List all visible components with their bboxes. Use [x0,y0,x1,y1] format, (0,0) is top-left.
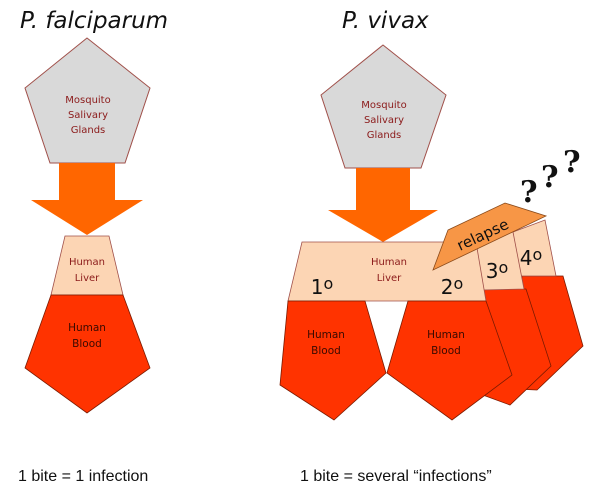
right-mosquito-node: Mosquito Salivary Glands [320,44,447,169]
left-caption: 1 bite = 1 infection [18,468,148,485]
left-blood-pentagon [24,294,151,414]
left-mosquito-node: Mosquito Salivary Glands [24,37,151,164]
right-blood-node-2: Human Blood [386,300,513,421]
right-title: P. vivax [342,8,429,34]
left-mosquito-label-3: Glands [71,125,106,136]
left-liver-label-2: Liver [75,273,100,284]
right-blood-2-label-2: Blood [431,345,461,357]
right-blood-2-label-1: Human [427,329,465,341]
question-mark-2: ? [541,160,559,195]
left-down-arrow [31,163,143,235]
right-liver-label-2: Liver [377,273,402,284]
right-liver-label-1: Human [371,257,407,268]
right-mosquito-label-1: Mosquito [361,100,406,111]
question-marks: ? ? ? [520,145,581,210]
left-blood-label-2: Blood [72,338,102,350]
ordinal-4: 4o [520,245,543,270]
ordinal-1: 1o [311,274,334,299]
left-liver-label-1: Human [69,257,105,268]
right-blood-node-1: Human Blood [279,300,387,421]
right-down-arrow [328,168,438,242]
right-mosquito-label-2: Salivary [364,115,404,126]
left-mosquito-label-1: Mosquito [65,95,110,106]
left-liver-node: Human Liver [50,235,124,296]
ordinal-2: 2o [441,274,464,299]
right-blood-1-label-2: Blood [311,345,341,357]
right-blood-1-label-1: Human [307,329,345,341]
left-blood-node: Human Blood [24,294,151,414]
left-title: P. falciparum [20,8,168,34]
right-caption: 1 bite = several “infections” [300,468,492,485]
left-mosquito-label-2: Salivary [68,110,108,121]
question-mark-3: ? [563,145,581,180]
blood-pentagon-1 [279,300,387,421]
ordinal-3: 3o [486,258,509,283]
question-mark-1: ? [520,175,538,210]
left-blood-label-1: Human [68,322,106,334]
relapse-banner [432,202,548,271]
right-mosquito-label-3: Glands [367,130,402,141]
blood-pentagon-2 [386,300,513,421]
